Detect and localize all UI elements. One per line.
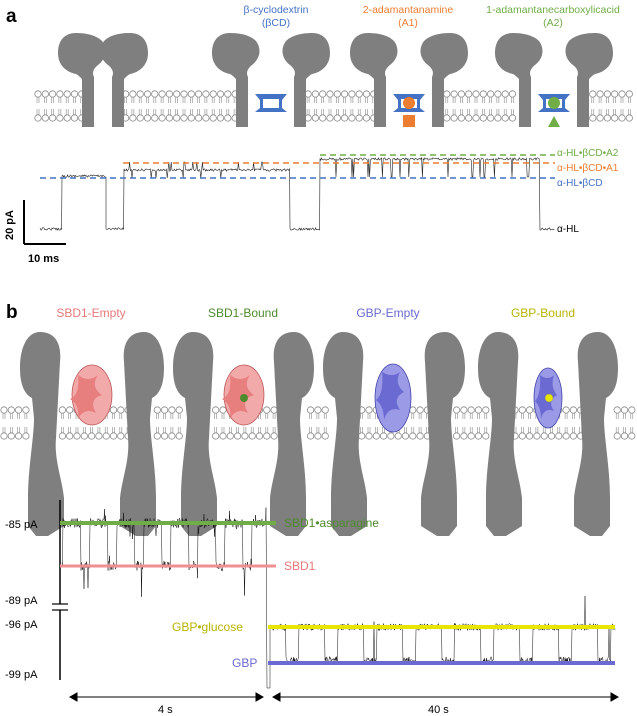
protein-sbd1-empty [70,364,113,426]
pore-b-3 [323,332,465,536]
a1-name: 2-adamantanamine [363,4,454,16]
protein-label-1: SBD1-Empty [56,306,125,320]
a2-name: 1-adamantanecarboxylicacid [486,4,620,16]
a1-square [403,115,415,127]
panel-b-letter: b [6,302,18,323]
bcd-abbr: (βCD) [262,17,290,29]
protein-label-4: GBP-Bound [511,306,575,320]
protein-gbp-bound [533,367,563,429]
a2-abbr: (A2) [543,17,563,29]
protein-label-2: SBD1-Bound [208,306,278,320]
y-tick-85: -85 pA [5,519,38,531]
pore-a-1 [58,33,148,127]
pore-a-4 [495,33,613,127]
level-open-label: α-HL [557,224,579,235]
panel-a-letter: a [6,6,17,27]
scale-current-label: 20 pA [4,210,16,240]
level-a1-label: α-HL•βCD•A1 [557,163,619,174]
level-sbd1-label: SBD1 [284,559,316,573]
axis-break [52,603,68,611]
y-tick-96: -96 pA [5,619,38,631]
pore-b-4 [478,332,618,536]
asparagine-ligand [240,394,248,402]
a1-abbr: (A1) [398,17,418,29]
level-sbd1-asn-label: SBD1•asparagine [284,516,379,530]
a2-circle [548,97,560,109]
duration-arrow-right [271,692,620,702]
bcd-name: β-cyclodextrin [244,4,309,16]
pore-a-2 [212,33,330,127]
y-tick-89: -89 pA [5,595,38,607]
glucose-ligand [544,393,554,403]
a2-triangle [548,116,560,127]
bcd-adapter-1 [255,94,287,112]
level-gbp-glc-label: GBP•glucose [172,620,243,634]
duration-right-label: 40 s [428,704,449,716]
protein-label-3: GBP-Empty [356,306,419,320]
scale-time-label: 10 ms [28,253,59,265]
a1-circle [403,97,415,109]
duration-left-label: 4 s [158,704,173,716]
level-a2-label: α-HL•βCD•A2 [557,148,619,159]
protein-gbp-empty [374,363,412,433]
level-bcd-label: α-HL•βCD [557,178,603,189]
duration-arrow-left [68,692,265,702]
level-gbp-label: GBP [232,656,257,670]
protein-sbd1-bound [222,364,265,426]
trace-a [39,156,555,231]
y-tick-99: -99 pA [5,669,38,681]
scale-bar: 20 pA 10 ms [4,200,66,265]
